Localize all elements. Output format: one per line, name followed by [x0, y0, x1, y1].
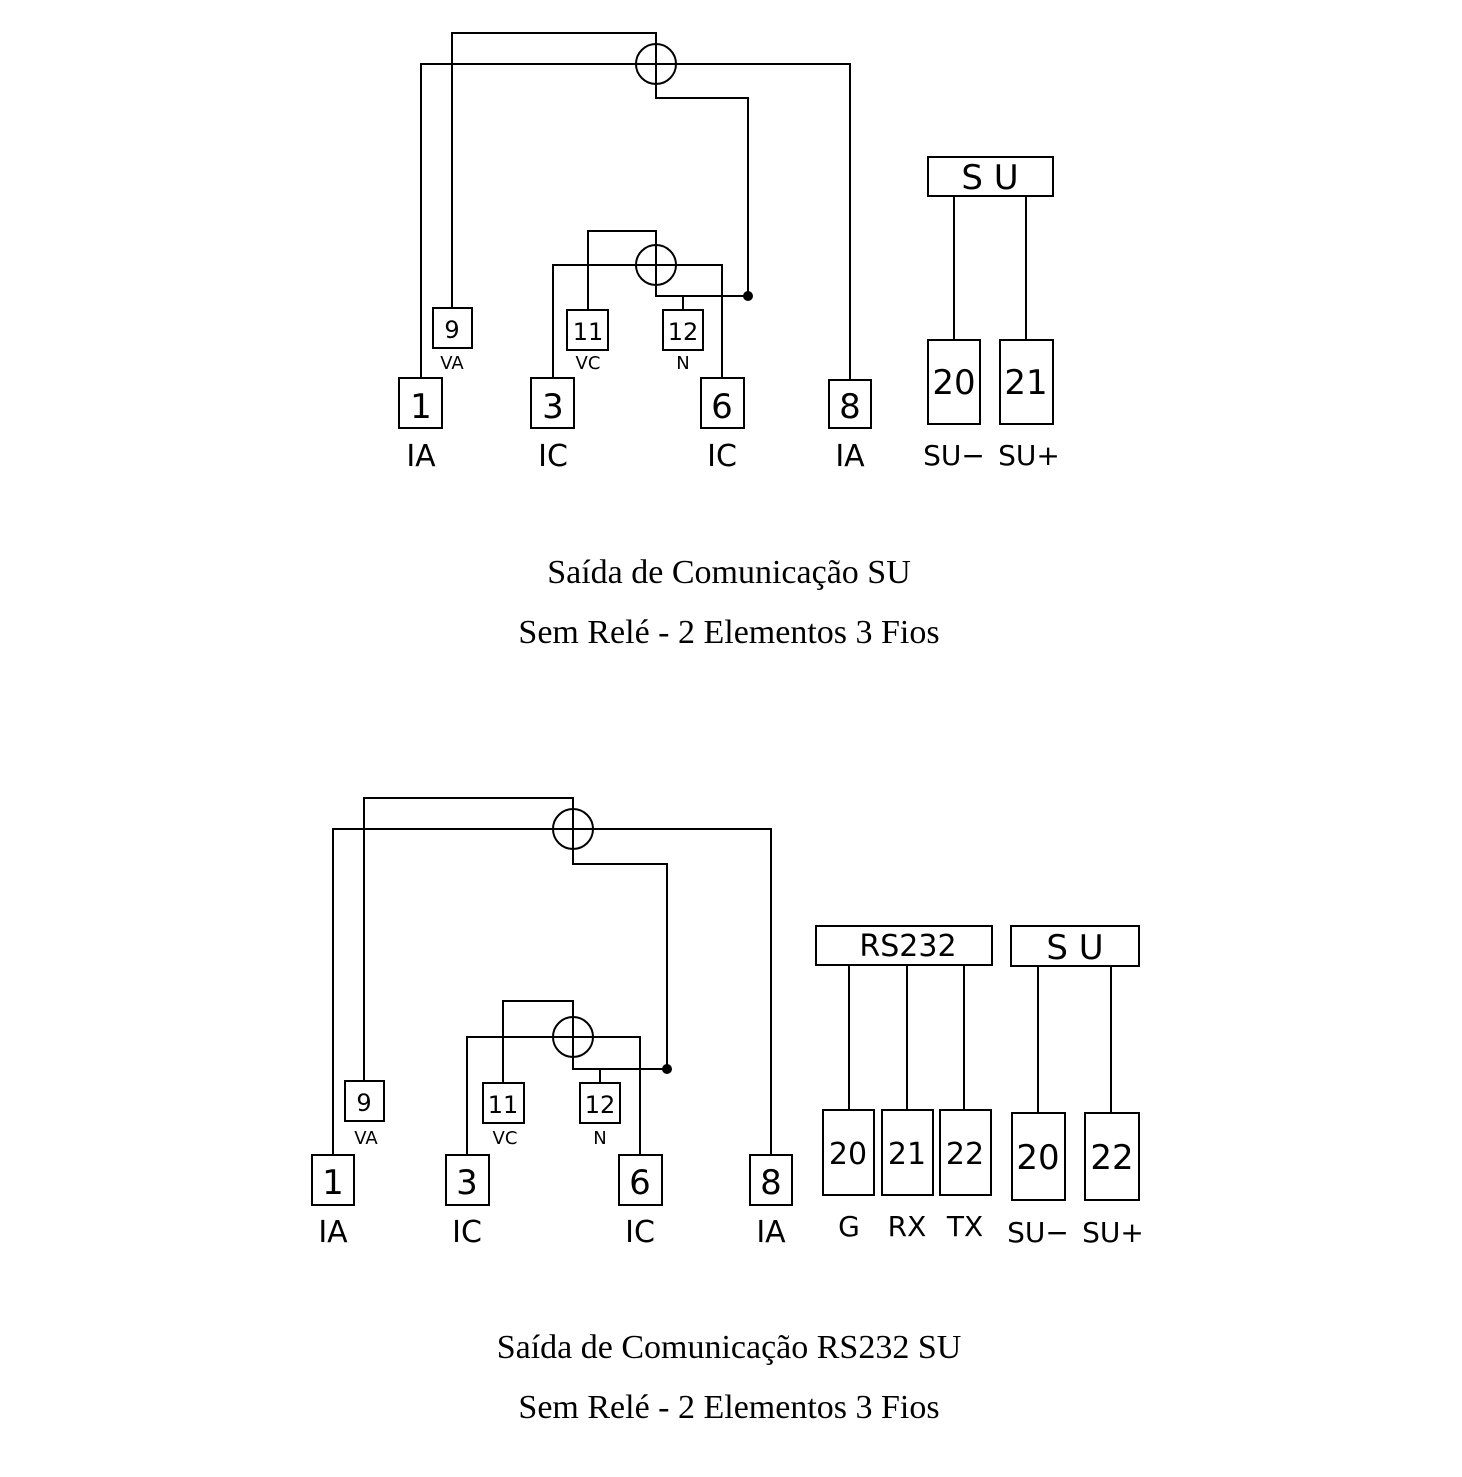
su-terminal-21-number: 21: [1004, 363, 1047, 403]
terminal-12-label: N: [676, 353, 689, 374]
rs232-terminal-22-number: 22: [946, 1137, 984, 1172]
terminal-1-number: 1: [322, 1163, 344, 1203]
rs232-terminal-20-number: 20: [829, 1137, 867, 1172]
wire-va-line: [363, 797, 668, 1081]
rs232-terminal-21-label: RX: [888, 1210, 927, 1243]
terminal-9-label: VA: [354, 1128, 378, 1149]
su-block: S U 20 SU− 22 SU+: [1007, 925, 1144, 1249]
terminal-11-number: 11: [488, 1091, 519, 1119]
terminal-9-number: 9: [356, 1089, 371, 1117]
terminal-9: 9 VA: [344, 1080, 385, 1149]
rs232-terminal-21: [881, 1109, 934, 1196]
terminal-3-number: 3: [542, 387, 564, 427]
terminal-9-label: VA: [440, 353, 464, 374]
su-terminal-20: [1011, 1112, 1066, 1201]
diagram-1: 1 IA 3 IC 6 IC 8 IA 9 VA 11 VC: [398, 32, 1060, 651]
su-terminal-20-number: 20: [1016, 1138, 1059, 1178]
terminal-11-number: 11: [573, 318, 604, 346]
su-terminal-20-label: SU−: [923, 439, 985, 472]
su-header: S U: [961, 158, 1018, 198]
terminal-1-label: IA: [318, 1215, 348, 1250]
su-terminal-22-number: 22: [1090, 1138, 1133, 1178]
rs232-terminal-20: [822, 1109, 875, 1196]
terminal-8-number: 8: [839, 387, 861, 427]
terminal-3-number: 3: [456, 1163, 478, 1203]
rs232-terminal-21-number: 21: [888, 1137, 926, 1172]
su-terminal-20-number: 20: [932, 363, 975, 403]
terminal-6-number: 6: [711, 387, 733, 427]
su-terminal-20: [927, 339, 981, 425]
terminal-1-label: IA: [406, 439, 436, 474]
su-block: S U 20 SU− 21 SU+: [923, 156, 1060, 472]
junction-dot: [743, 291, 753, 301]
terminal-12-label: N: [593, 1128, 606, 1149]
terminal-8-label: IA: [756, 1215, 786, 1250]
wire-vc-line: [502, 1000, 667, 1083]
su-terminal-21: [999, 339, 1054, 425]
terminal-3-label: IC: [538, 439, 568, 474]
diagram-2: 1 IA 3 IC 6 IC 8 IA 9 VA 11 VC: [311, 797, 1144, 1426]
terminal-9-number: 9: [444, 316, 459, 344]
su-terminal-20-label: SU−: [1007, 1216, 1069, 1249]
rs232-block: RS232 20 G 21 RX 22 TX: [815, 925, 993, 1243]
terminal-6: 6 IC: [618, 1154, 663, 1250]
terminal-12: 12 N: [662, 309, 704, 374]
diagram-1-caption-line2: Sem Relé - 2 Elementos 3 Fios: [518, 614, 939, 651]
su-terminal-22: [1084, 1112, 1140, 1201]
junction-dot: [662, 1064, 672, 1074]
terminal-1: 1 IA: [398, 377, 443, 474]
su-terminal-21-label: SU+: [998, 439, 1060, 472]
terminal-3-label: IC: [452, 1215, 482, 1250]
diagram-2-wiring: [332, 797, 772, 1155]
terminal-8: 8 IA: [828, 379, 872, 474]
diagram-2-caption-line2: Sem Relé - 2 Elementos 3 Fios: [518, 1389, 939, 1426]
terminal-3: 3 IC: [445, 1154, 490, 1250]
rs232-terminal-22-label: TX: [946, 1210, 983, 1243]
wire-va-line: [451, 32, 749, 308]
diagram-1-wiring: [420, 32, 851, 380]
terminal-8-label: IA: [835, 439, 865, 474]
terminal-8-number: 8: [760, 1163, 782, 1203]
terminal-6: 6 IC: [700, 377, 745, 474]
rs232-terminal-20-label: G: [838, 1210, 860, 1243]
wire-vc-line: [587, 230, 748, 310]
terminal-6-number: 6: [629, 1163, 651, 1203]
terminal-3: 3 IC: [530, 377, 575, 474]
terminal-1: 1 IA: [311, 1154, 355, 1250]
diagram-2-caption-line1: Saída de Comunicação RS232 SU: [497, 1329, 962, 1366]
terminal-12: 12 N: [579, 1082, 621, 1149]
terminal-6-label: IC: [707, 439, 737, 474]
terminal-12-number: 12: [668, 318, 699, 346]
terminal-6-label: IC: [625, 1215, 655, 1250]
terminal-1-number: 1: [410, 387, 432, 427]
terminal-11: 11 VC: [566, 309, 609, 374]
terminal-11-label: VC: [576, 353, 601, 374]
terminal-8: 8 IA: [749, 1154, 793, 1250]
su-terminal-22-label: SU+: [1082, 1216, 1144, 1249]
rs232-terminal-22: [939, 1109, 992, 1196]
terminal-12-number: 12: [585, 1091, 616, 1119]
terminal-11: 11 VC: [482, 1082, 525, 1149]
wire-ia-loop: [332, 828, 772, 1155]
wire-ia-loop: [420, 63, 851, 380]
terminal-9: 9 VA: [432, 307, 473, 374]
terminal-11-label: VC: [493, 1128, 518, 1149]
diagram-1-caption-line1: Saída de Comunicação SU: [547, 554, 911, 591]
rs232-header: RS232: [859, 929, 956, 964]
su-header: S U: [1046, 928, 1103, 968]
